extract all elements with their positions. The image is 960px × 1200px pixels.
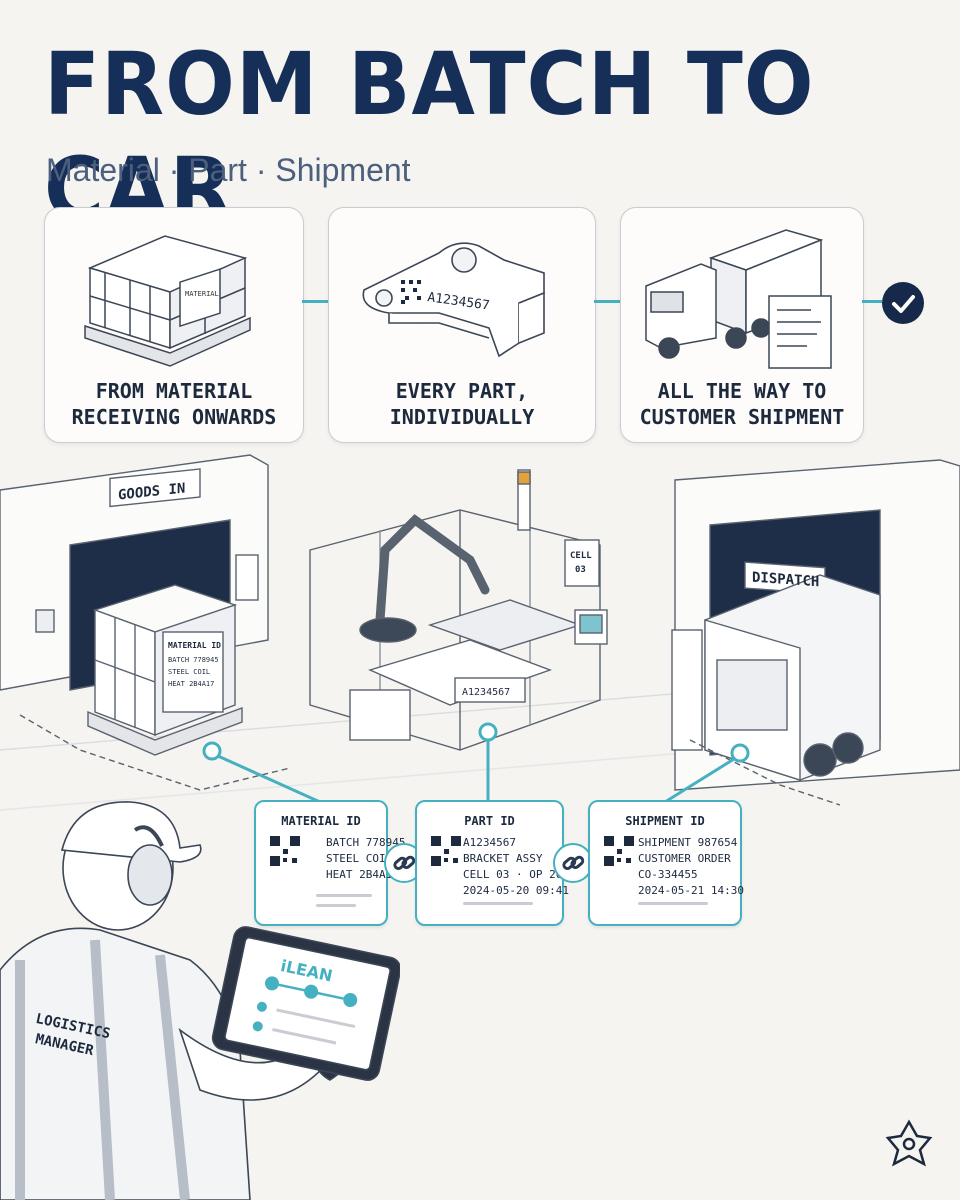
goods-in-sign-box <box>109 468 201 508</box>
cell-sign-line2: 03 <box>575 565 586 575</box>
pallet-label-line3: HEAT 2B4A17 <box>168 680 214 688</box>
stage-card-material: MATERIAL FROM MATERIAL RECEIVING ONWARDS <box>44 207 304 443</box>
truck-illustration <box>645 229 832 369</box>
logistics-manager-illustration: iLEAN LOGISTICS MANAGER <box>0 801 400 1200</box>
pallet-illustration: MATERIAL <box>84 235 251 367</box>
stage-connector <box>862 300 882 303</box>
dispatch-sign: DISPATCH <box>752 570 819 591</box>
signal-tower <box>517 469 531 531</box>
stage-card-part: A1234567 EVERY PART, INDIVIDUALLY <box>328 207 596 443</box>
part-tag-text: A1234567 <box>462 687 510 698</box>
check-circle-icon <box>882 282 924 324</box>
stage-label-part: EVERY PART, INDIVIDUALLY <box>389 379 535 429</box>
stage-label-material: FROM MATERIAL RECEIVING ONWARDS <box>71 379 277 429</box>
pallet-label-line1: BATCH 778945 <box>168 656 219 664</box>
pallet-label-line2: STEEL COIL <box>168 668 210 676</box>
factory-scene: GOODS IN DISPATCH CELL 03 MATERIAL ID BA… <box>0 454 960 811</box>
shipment-id-card: SHIPMENT ID SHIPMENT 987654 CUSTOMER ORD… <box>588 800 744 926</box>
brand-logo-icon <box>885 1119 933 1167</box>
stage-connector <box>594 300 620 303</box>
cell-sign-line1: CELL <box>570 551 592 561</box>
stage-label-shipment: ALL THE WAY TO CUSTOMER SHIPMENT <box>639 379 845 429</box>
pallet-box-text: MATERIAL <box>185 290 219 298</box>
qr-code-icon <box>431 836 461 866</box>
part-tag-box <box>454 677 526 703</box>
qr-code-icon <box>604 836 634 866</box>
robot-arm <box>375 514 490 625</box>
page-title: FROM BATCH TO CAR <box>44 35 815 240</box>
goods-in-sign: GOODS IN <box>118 481 185 504</box>
stage-card-shipment: ALL THE WAY TO CUSTOMER SHIPMENT <box>620 207 864 443</box>
bracket-part-illustration: A1234567 <box>362 242 545 358</box>
part-id-card: PART ID A1234567 BRACKET ASSY CELL 03 · … <box>415 800 569 926</box>
qr-code-icon <box>270 836 300 866</box>
page-subtitle: Material · Part · Shipment <box>46 152 411 188</box>
link-chain-icon <box>553 843 593 883</box>
stage-connector <box>302 300 328 303</box>
pallet-label-title: MATERIAL ID <box>168 641 221 650</box>
